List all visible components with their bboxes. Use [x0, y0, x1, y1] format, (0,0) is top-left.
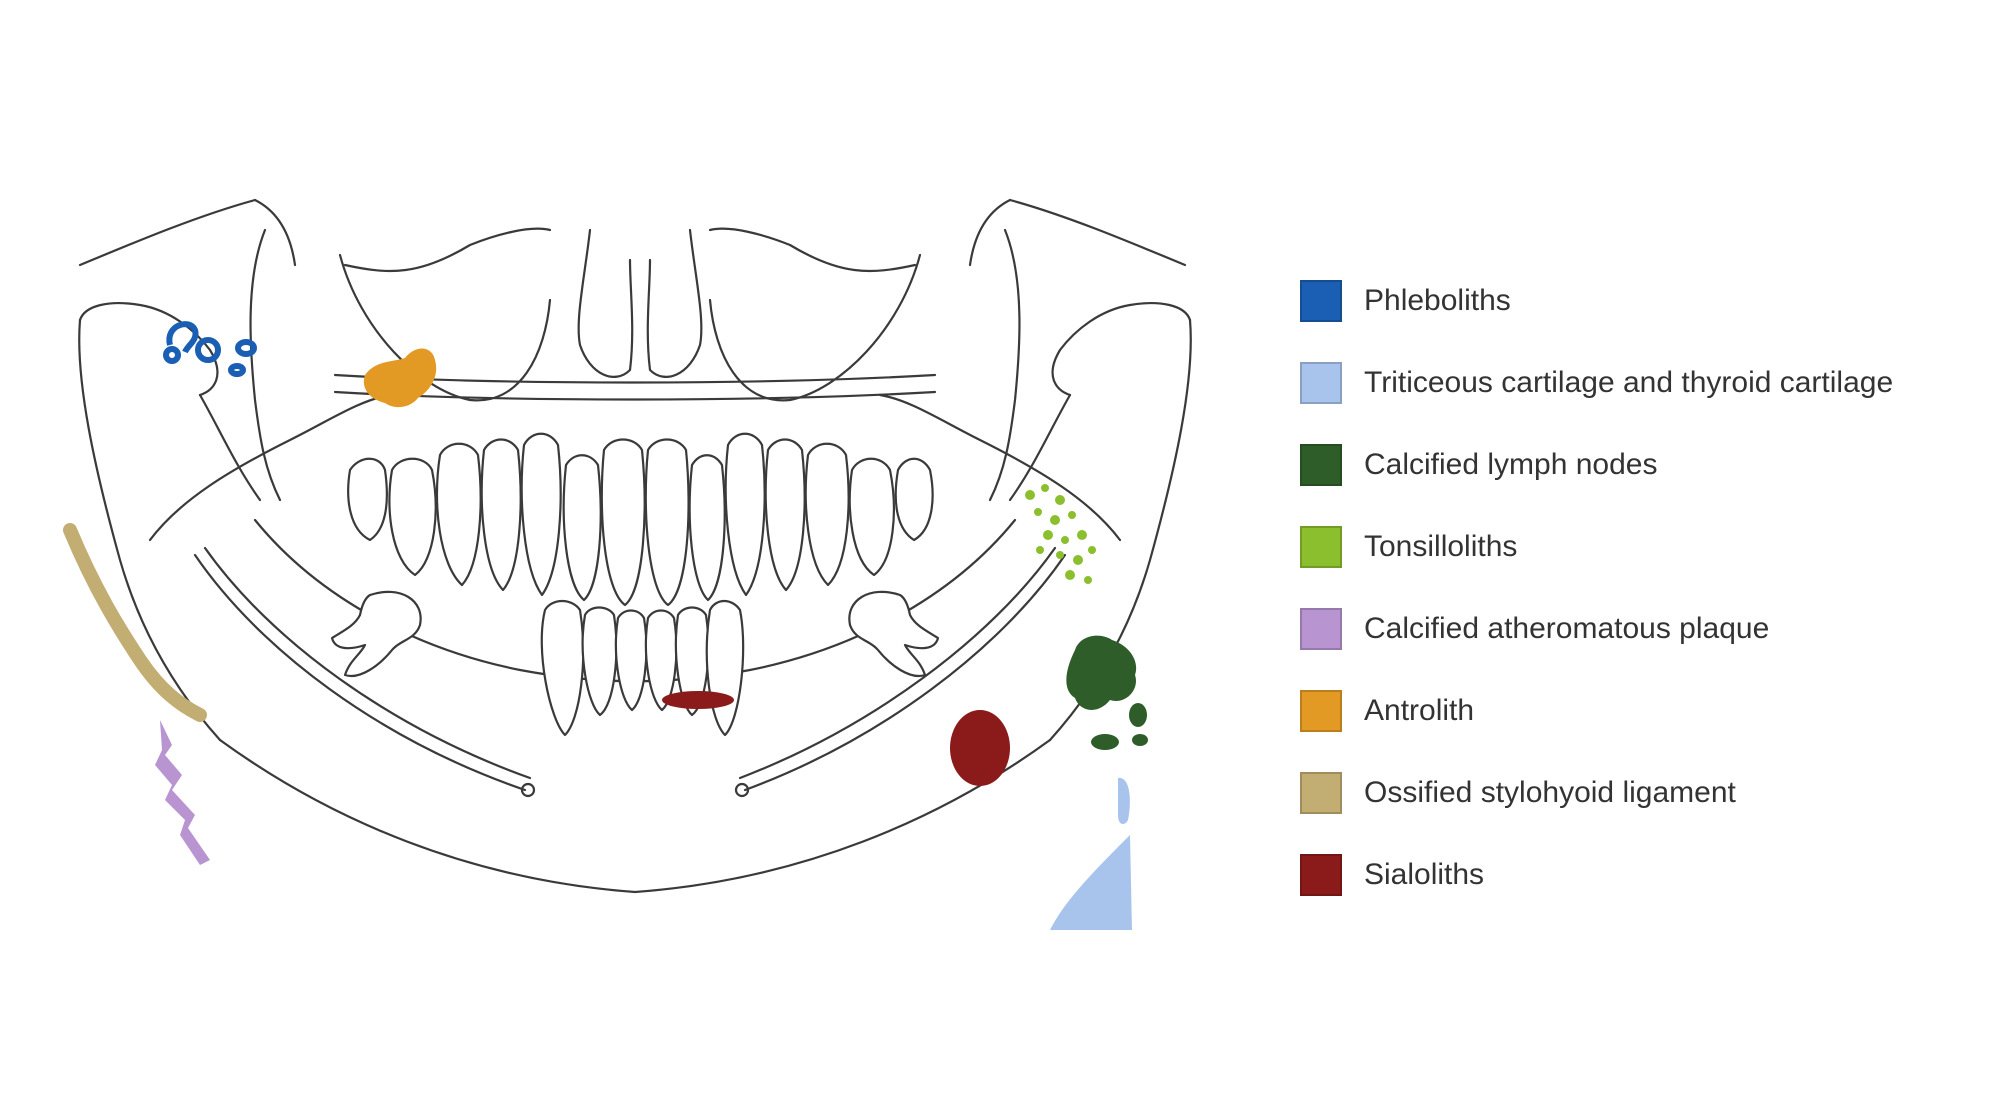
- upper-teeth: [347, 432, 934, 607]
- legend-label: Triticeous cartilage and thyroid cartila…: [1364, 366, 1894, 399]
- legend-label: Calcified lymph nodes: [1364, 448, 1658, 481]
- legend-swatch: [1300, 690, 1342, 732]
- thyroid-cartilage-marker: [1050, 835, 1132, 930]
- legend-swatch: [1300, 526, 1342, 568]
- atheroma-marker: [155, 720, 210, 865]
- legend-label: Calcified atheromatous plaque: [1364, 612, 1770, 645]
- legend-swatch: [1300, 362, 1342, 404]
- legend-label: Antrolith: [1364, 694, 1475, 727]
- tonsilloliths-marker: [1025, 484, 1096, 584]
- legend-swatch: [1300, 444, 1342, 486]
- sialolith-marker-sublingual: [662, 691, 734, 709]
- legend-item-sialoliths: Sialoliths: [1300, 846, 1990, 904]
- legend-label: Tonsilloliths: [1364, 530, 1518, 563]
- calcifications: [63, 321, 1148, 930]
- legend-item-triticeous-cartilage: Triticeous cartilage and thyroid cartila…: [1300, 354, 1990, 412]
- legend-swatch: [1300, 772, 1342, 814]
- legend-label: Ossified stylohyoid ligament: [1364, 776, 1736, 809]
- triticeous-marker: [1118, 777, 1130, 825]
- lower-teeth: [330, 590, 940, 737]
- antrolith-marker: [363, 348, 437, 408]
- legend-item-tonsilloliths: Tonsilloliths: [1300, 518, 1990, 576]
- legend-swatch: [1300, 854, 1342, 896]
- phleboliths-marker: [163, 321, 257, 377]
- panoramic-jaw-diagram: [63, 198, 1192, 930]
- legend-swatch: [1300, 280, 1342, 322]
- legend-item-calcified-atheromatous-plaque: Calcified atheromatous plaque: [1300, 600, 1990, 658]
- stylohyoid-marker: [63, 523, 207, 722]
- legend-item-ossified-stylohyoid-ligament: Ossified stylohyoid ligament: [1300, 764, 1990, 822]
- legend-swatch: [1300, 608, 1342, 650]
- legend-label: Sialoliths: [1364, 858, 1485, 891]
- legend-item-phleboliths: Phleboliths: [1300, 272, 1990, 330]
- legend-item-antrolith: Antrolith: [1300, 682, 1990, 740]
- legend: Phleboliths Triticeous cartilage and thy…: [1300, 272, 1990, 928]
- sialolith-marker-submandibular: [950, 710, 1010, 786]
- legend-label: Phleboliths: [1364, 284, 1511, 317]
- lymph-nodes-marker: [1066, 635, 1148, 750]
- legend-item-calcified-lymph-nodes: Calcified lymph nodes: [1300, 436, 1990, 494]
